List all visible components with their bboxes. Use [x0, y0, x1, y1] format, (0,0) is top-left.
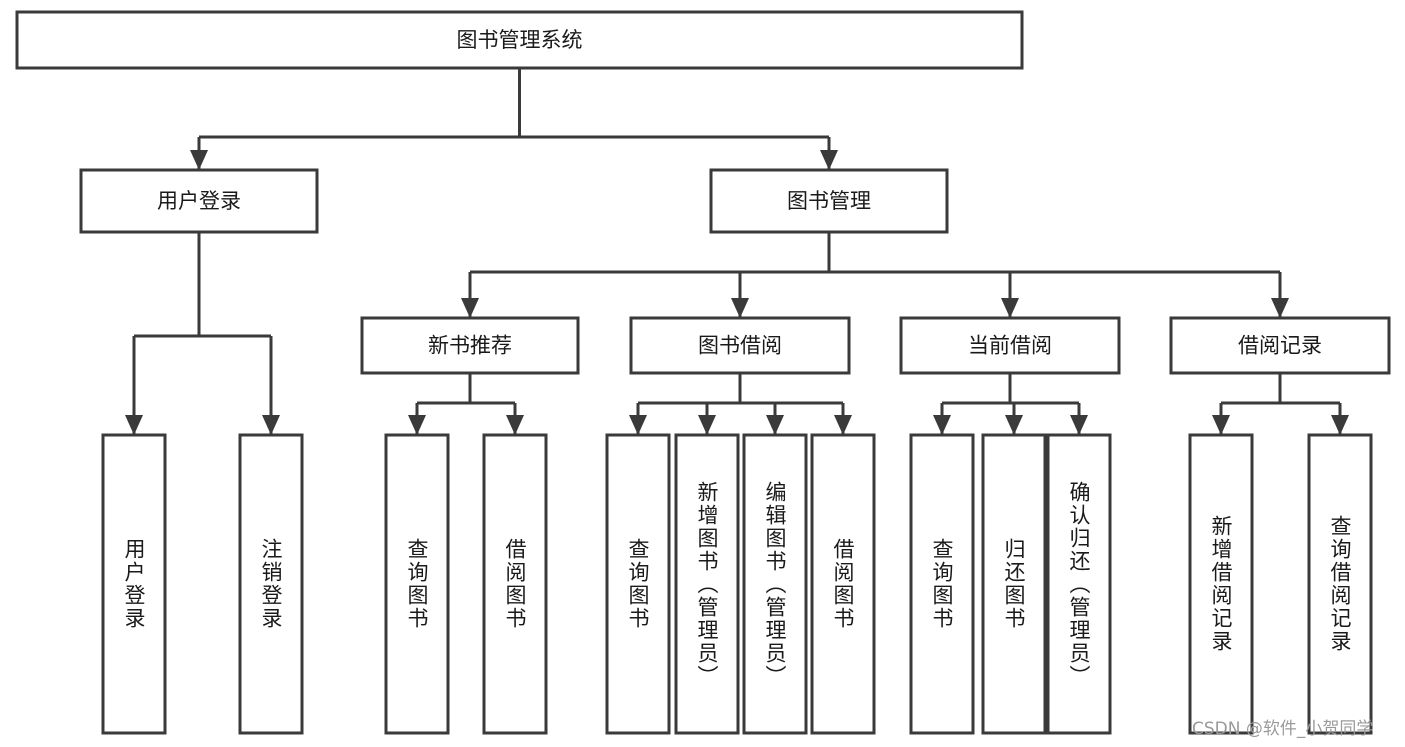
node-box-leaf-edit-book[interactable]: [742, 433, 808, 735]
node-box-new-book-recommend[interactable]: [360, 316, 580, 375]
arrow-head-icon: [629, 415, 647, 435]
node-label-current-borrow: 当前借阅: [968, 334, 1052, 358]
node-label-user-login: 用户登录: [157, 189, 241, 213]
connector-layer: [125, 68, 1349, 435]
arrow-head-icon: [1001, 298, 1019, 318]
node-box-leaf-query-book-1[interactable]: [384, 433, 450, 735]
node-box-leaf-query-book-2[interactable]: [605, 433, 671, 735]
node-box-leaf-user-login[interactable]: [101, 433, 167, 735]
node-box-leaf-add-record[interactable]: [1188, 433, 1254, 735]
arrow-head-icon: [731, 298, 749, 318]
node-box-borrow-record[interactable]: [1169, 316, 1391, 375]
arrow-head-icon: [766, 415, 784, 435]
arrow-head-icon: [1070, 415, 1088, 435]
arrow-head-icon: [262, 415, 280, 435]
node-label-new-book-recommend: 新书推荐: [428, 334, 512, 358]
node-box-user-login[interactable]: [79, 168, 319, 234]
arrow-head-icon: [1331, 415, 1349, 435]
arrow-head-icon: [408, 415, 426, 435]
arrow-head-icon: [506, 415, 524, 435]
arrow-head-icon: [820, 150, 838, 170]
arrow-head-icon: [698, 415, 716, 435]
node-box-leaf-return-book[interactable]: [981, 433, 1047, 735]
node-box-leaf-borrow-book-2[interactable]: [810, 433, 876, 735]
node-box-leaf-borrow-book-1[interactable]: [482, 433, 548, 735]
node-box-leaf-confirm-return[interactable]: [1046, 433, 1112, 735]
node-label-borrow-record: 借阅记录: [1238, 334, 1322, 358]
node-box-leaf-add-book[interactable]: [674, 433, 740, 735]
node-box-book-management[interactable]: [709, 168, 949, 234]
arrow-head-icon: [834, 415, 852, 435]
arrow-head-icon: [1271, 298, 1289, 318]
node-label-book-borrow: 图书借阅: [698, 334, 782, 358]
node-box-layer: [15, 10, 1391, 735]
node-label-book-management: 图书管理: [787, 189, 871, 213]
arrow-head-icon: [461, 298, 479, 318]
node-box-root[interactable]: [15, 10, 1024, 70]
node-box-leaf-logout-login[interactable]: [238, 433, 304, 735]
node-box-leaf-query-record[interactable]: [1307, 433, 1373, 735]
csdn-watermark: CSDN @软件_小贺同学: [1192, 719, 1374, 739]
arrow-head-icon: [933, 415, 951, 435]
node-box-current-borrow[interactable]: [899, 316, 1121, 375]
node-box-book-borrow[interactable]: [629, 316, 851, 375]
arrow-head-icon: [125, 415, 143, 435]
arrow-head-icon: [1212, 415, 1230, 435]
arrow-head-icon: [190, 150, 208, 170]
node-label-root: 图书管理系统: [457, 28, 583, 52]
node-box-leaf-query-book-3[interactable]: [909, 433, 975, 735]
arrow-head-icon: [1005, 415, 1023, 435]
